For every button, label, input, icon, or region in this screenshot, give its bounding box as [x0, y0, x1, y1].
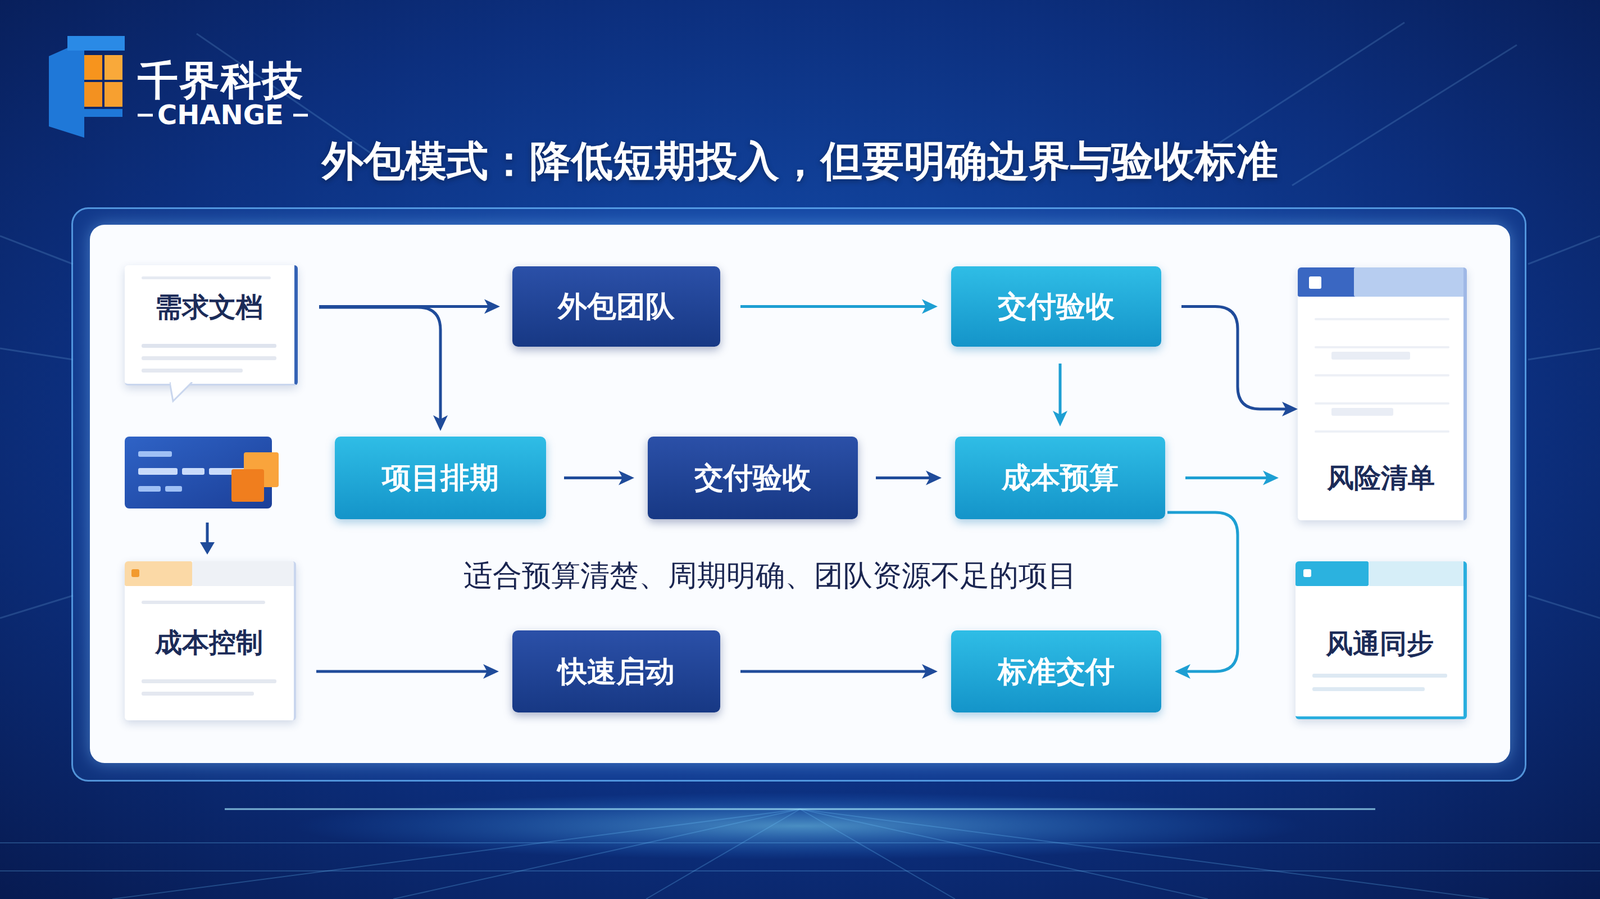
node-text: 交付验收 — [694, 460, 812, 495]
decor-bar — [141, 343, 277, 348]
connector — [316, 670, 496, 674]
document-card: 风险清单 — [1297, 267, 1467, 521]
decor-bar — [131, 569, 140, 577]
card-icon — [124, 436, 299, 555]
document-card: 风通同步 — [1295, 561, 1467, 720]
connector — [1167, 512, 1238, 672]
title: 外包模式：降低短期投入，但要明确边界与验收标准 — [0, 133, 1600, 190]
node-text: 外包团队 — [557, 288, 675, 324]
decor-bar — [1331, 351, 1411, 360]
decor-bar — [141, 276, 271, 280]
node-text: 成本预算 — [1001, 460, 1119, 495]
node-text: 快速启动 — [557, 653, 675, 689]
decor-bar — [192, 561, 297, 586]
node-text: 成本控制 — [155, 626, 263, 659]
connector — [740, 670, 935, 674]
process-box: 外包团队 — [512, 266, 721, 347]
decor-bar — [1331, 407, 1394, 416]
logo-text: CHANGE — [157, 98, 284, 131]
decor-bar — [1308, 276, 1322, 289]
decor-bar — [1314, 430, 1450, 433]
document-card: 成本控制 — [124, 561, 297, 721]
decor-bar — [141, 356, 277, 361]
decor-bar — [1314, 317, 1450, 321]
node-text: 风险清单 — [1297, 461, 1464, 495]
decor-bar — [141, 679, 277, 684]
node-text: 风通同步 — [1295, 627, 1464, 661]
document-card: 需求文档 — [124, 265, 298, 386]
node-text: 项目排期 — [382, 460, 499, 495]
decor-bar — [1314, 374, 1450, 377]
node-text: 交付验收 — [997, 288, 1115, 324]
process-box: 交付验收 — [951, 266, 1162, 347]
process-box: 成本预算 — [955, 436, 1166, 520]
connector — [740, 305, 935, 308]
connector — [319, 307, 441, 428]
connector — [1185, 476, 1276, 480]
process-box: 项目排期 — [334, 436, 547, 520]
decor-bar — [1312, 673, 1448, 678]
caption: 适合预算清楚、周期明确、团队资源不足的项目 — [320, 556, 1220, 596]
connector — [1181, 306, 1295, 410]
node-text: 标准交付 — [997, 653, 1115, 689]
process-box: 快速启动 — [512, 630, 721, 713]
decor-bar — [1303, 569, 1312, 577]
process-box: 交付验收 — [647, 436, 858, 520]
connector — [875, 476, 939, 480]
decor-bar — [1312, 687, 1425, 692]
decor-bar — [1368, 561, 1467, 586]
decor-bar — [141, 368, 243, 373]
decor-bar — [1353, 267, 1467, 297]
decor-bar — [141, 691, 254, 696]
logo-icon — [48, 35, 125, 138]
connector — [1058, 363, 1062, 424]
decor-bar — [1314, 402, 1450, 405]
connector — [564, 476, 631, 480]
decor-bar — [1314, 346, 1450, 349]
node-text: 需求文档 — [155, 291, 263, 324]
process-box: 标准交付 — [951, 630, 1162, 713]
speech-tail — [169, 382, 198, 405]
decor-bar — [141, 600, 266, 604]
